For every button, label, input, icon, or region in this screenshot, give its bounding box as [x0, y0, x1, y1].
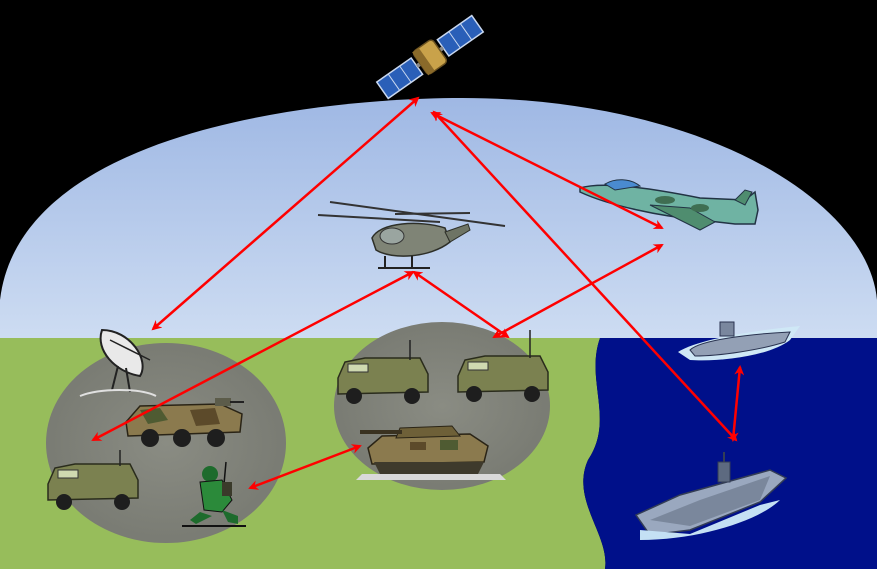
humvee-icon [47, 450, 139, 510]
soldier-radio-icon [182, 461, 246, 527]
link-soldier-tank [248, 444, 362, 490]
communication-links [91, 96, 745, 490]
link-helicopter-left-group [91, 270, 415, 442]
sea-area [583, 338, 877, 569]
left-ground-group [46, 343, 286, 543]
satellite-icon [375, 14, 485, 100]
link-jet-center-group [492, 243, 664, 339]
link-submarine-carrier [728, 365, 745, 442]
aircraft-carrier-icon [634, 452, 788, 540]
